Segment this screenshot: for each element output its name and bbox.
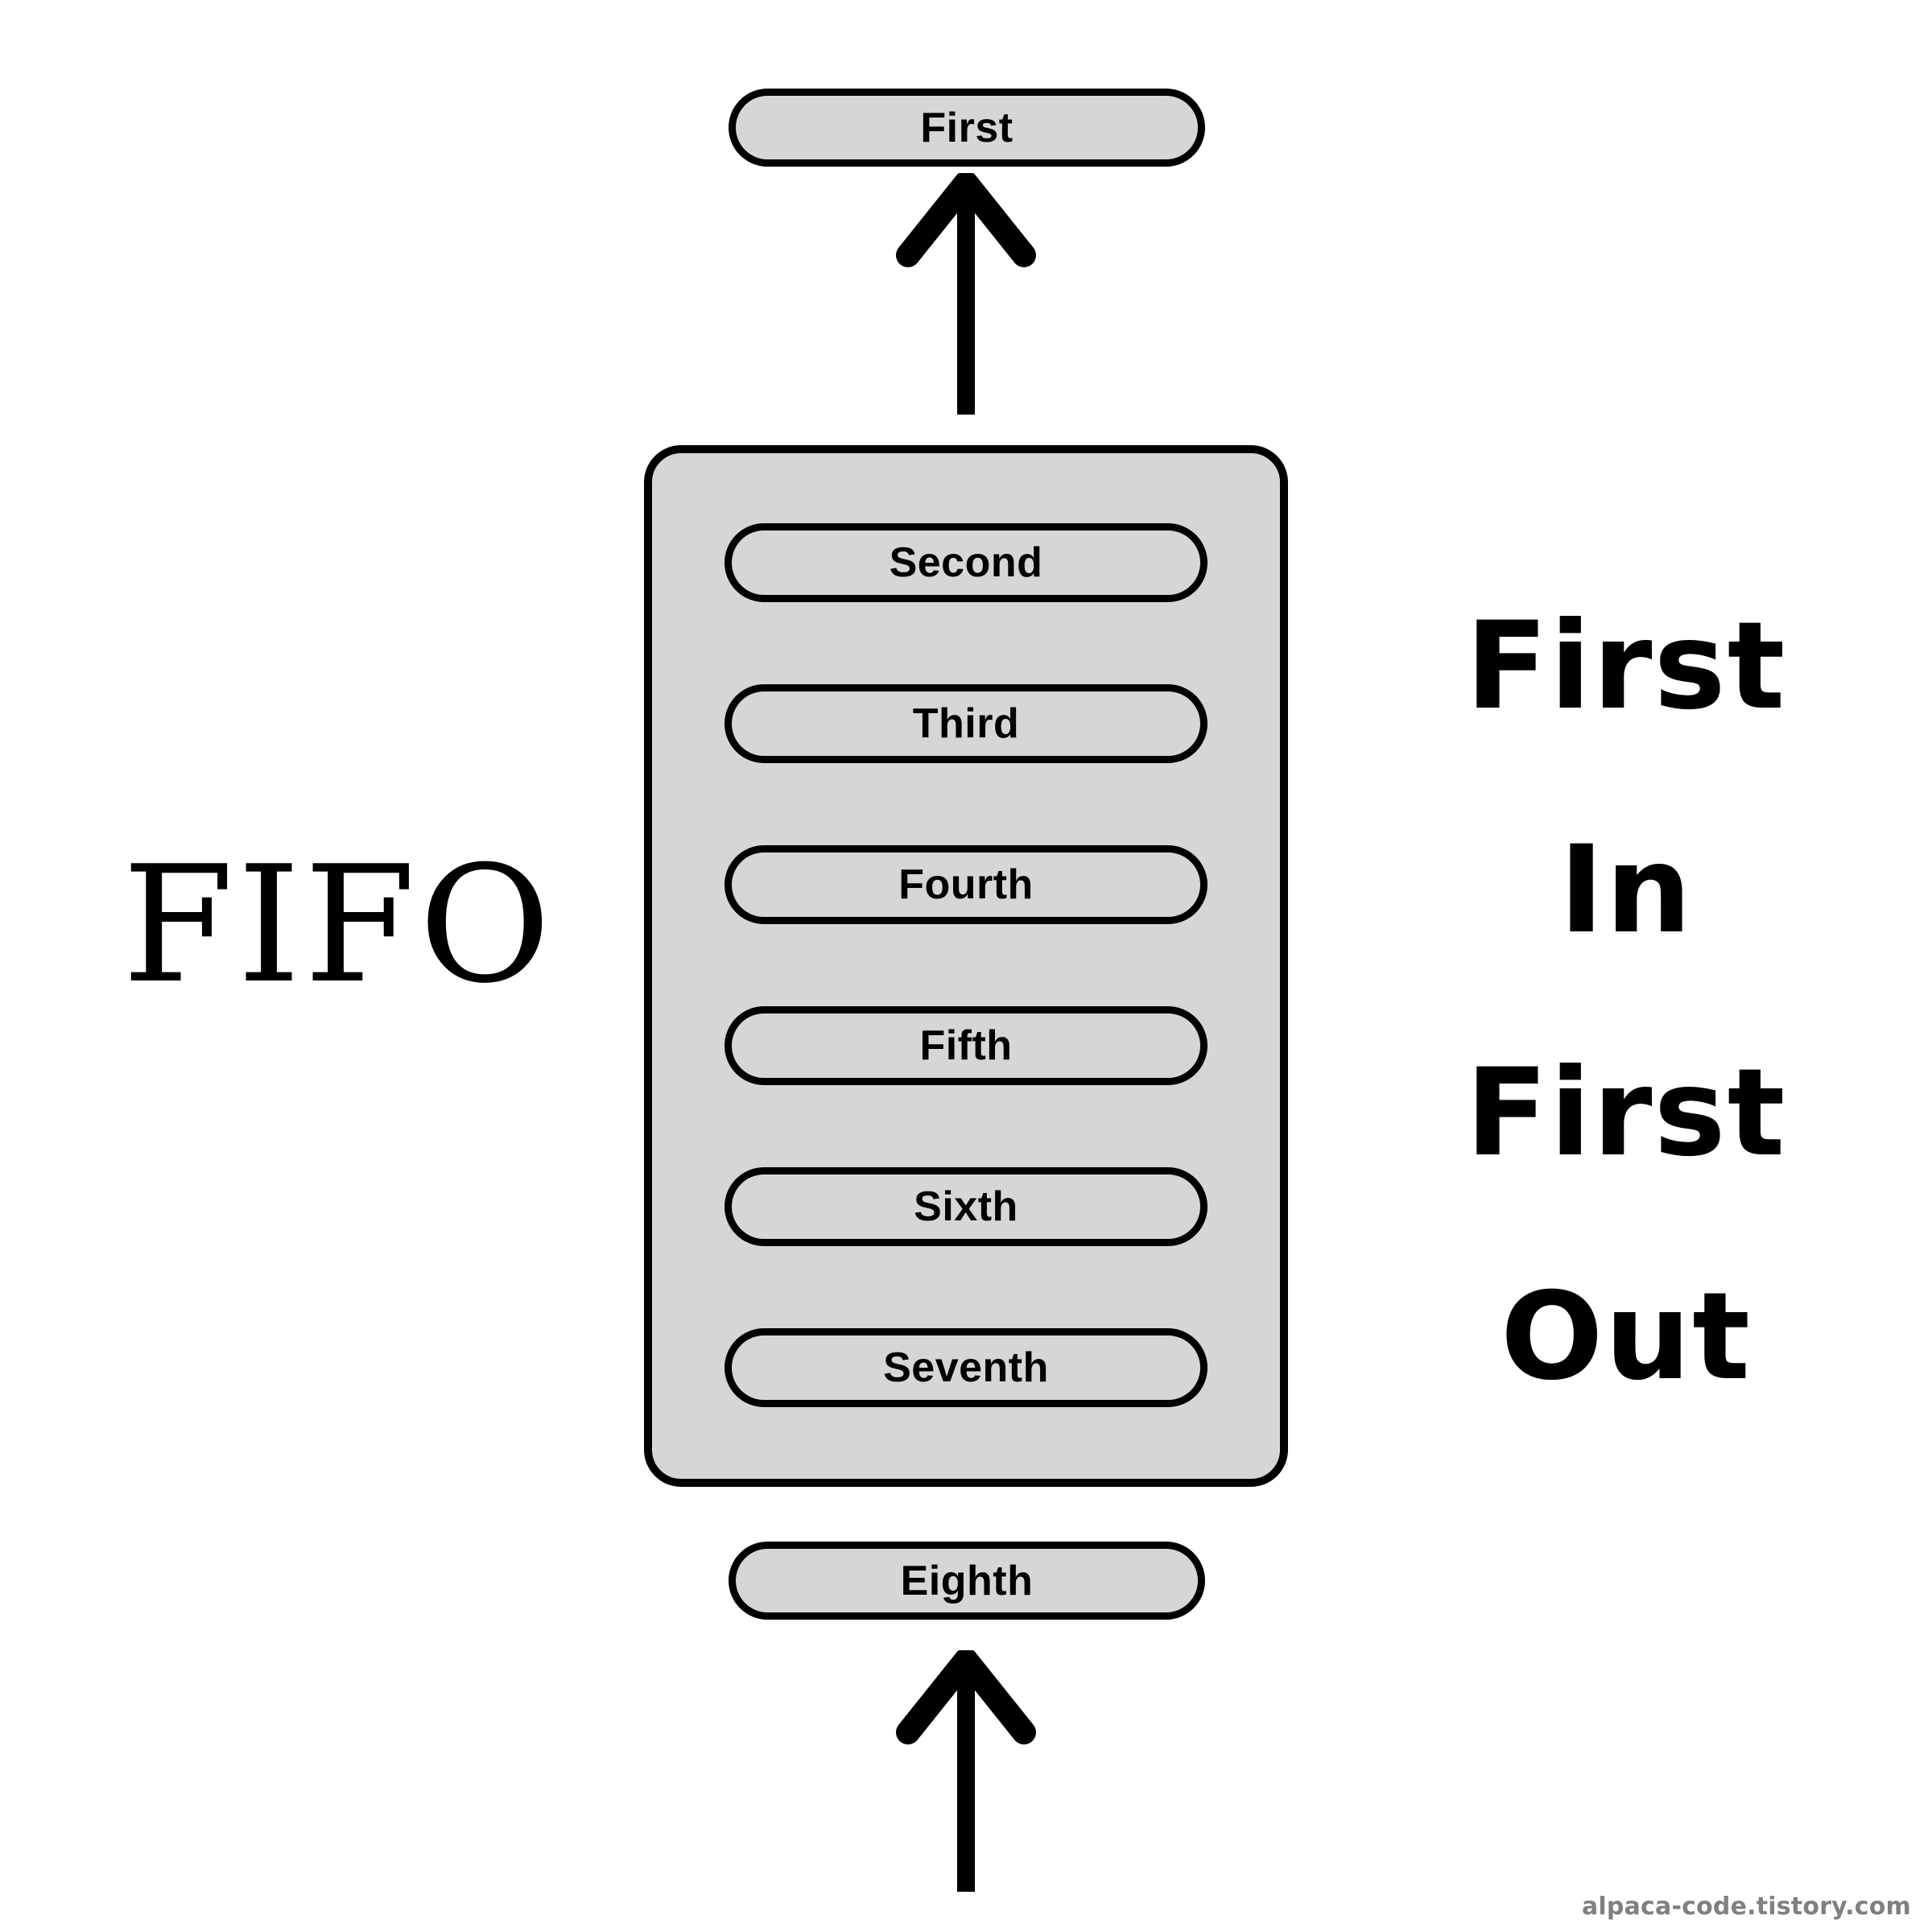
queue-item-label: Second (889, 539, 1043, 586)
fifo-expansion-line-2: In (1558, 819, 1694, 960)
fifo-expansion-label: First In First Out (1368, 555, 1884, 1449)
enqueued-item-pill: Eighth (729, 1542, 1205, 1620)
fifo-expansion-line-4: Out (1500, 1266, 1752, 1407)
queue-item-label: Third (912, 700, 1020, 747)
queue-item-pill: Sixth (724, 1167, 1208, 1246)
fifo-expansion-line-3: First (1465, 1043, 1787, 1183)
queue-item-label: Seventh (883, 1344, 1049, 1391)
enqueue-arrow-icon (845, 1648, 1087, 1896)
queue-item-label: Fifth (919, 1022, 1013, 1069)
queue-item-pill: Fifth (724, 1006, 1208, 1085)
fifo-acronym-label: FIFO (122, 832, 555, 1019)
dequeue-arrow-icon (845, 171, 1087, 419)
source-watermark: alpaca-code.tistory.com (1581, 1893, 1911, 1921)
queue-item-label: Fourth (898, 861, 1034, 908)
queue-item-pill: Seventh (724, 1328, 1208, 1407)
dequeued-item-pill: First (729, 89, 1205, 167)
dequeued-item-label: First (920, 104, 1013, 151)
queue-container (644, 445, 1288, 1487)
queue-item-label: Sixth (914, 1183, 1018, 1230)
queue-item-pill: Second (724, 523, 1208, 602)
enqueued-item-label: Eighth (900, 1557, 1034, 1604)
queue-item-pill: Fourth (724, 845, 1208, 924)
fifo-expansion-line-1: First (1465, 597, 1787, 737)
queue-item-pill: Third (724, 684, 1208, 763)
